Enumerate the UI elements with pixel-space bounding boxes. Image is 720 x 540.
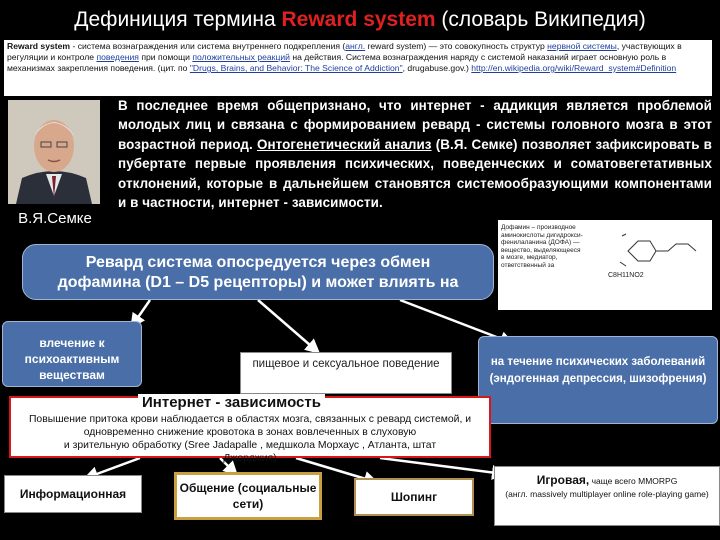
gaming-title: Игровая,	[536, 473, 590, 487]
mental-disease-box: на течение психических заболеваний (эндо…	[478, 336, 718, 424]
portrait-photo	[8, 100, 100, 204]
reward-system-box: Ревард система опосредуется через обмен …	[22, 244, 494, 300]
link-engl[interactable]: англ.	[345, 41, 366, 51]
informational-box: Информационная	[4, 475, 142, 513]
link-positive-reactions[interactable]: положительных реакций	[192, 52, 290, 62]
main-paragraph: В последнее время общепризнано, что инте…	[118, 98, 713, 211]
social-networks-box: Общение (социальные сети)	[174, 472, 322, 520]
gaming-box: Игровая, чаще всего MMORPG (англ. massiv…	[494, 466, 720, 526]
link-behavior[interactable]: поведения	[96, 52, 139, 62]
link-wiki-url[interactable]: http://en.wikipedia.org/wiki/Reward_syst…	[471, 63, 677, 73]
psychoactive-drive-box: влечение к психоактивным веществам	[2, 321, 142, 387]
slide-title: Дефиниция термина Reward system (словарь…	[74, 8, 646, 31]
definition-box: Reward system - система вознаграждения и…	[4, 40, 712, 96]
gaming-description: (англ. massively multiplayer online role…	[505, 489, 709, 499]
dopamine-structure-icon	[619, 233, 697, 267]
food-sexual-behavior-box: пищевое и сексуальное поведение	[240, 352, 452, 394]
dopamine-wiki-snippet: Дофамин – производное аминокислоты дигид…	[498, 220, 712, 310]
title-accent: Reward system	[281, 8, 436, 31]
internet-addiction-title: Интернет - зависимость	[138, 394, 325, 411]
photo-caption: В.Я.Семке	[18, 210, 92, 227]
link-nervous-system[interactable]: нервной системы	[547, 41, 617, 51]
shopping-box: Шопинг	[354, 478, 474, 516]
internet-addiction-description: Повышение притока крови наблюдается в об…	[28, 414, 472, 464]
link-source[interactable]: "Drugs, Brains, and Behavior: The Scienc…	[189, 63, 403, 73]
